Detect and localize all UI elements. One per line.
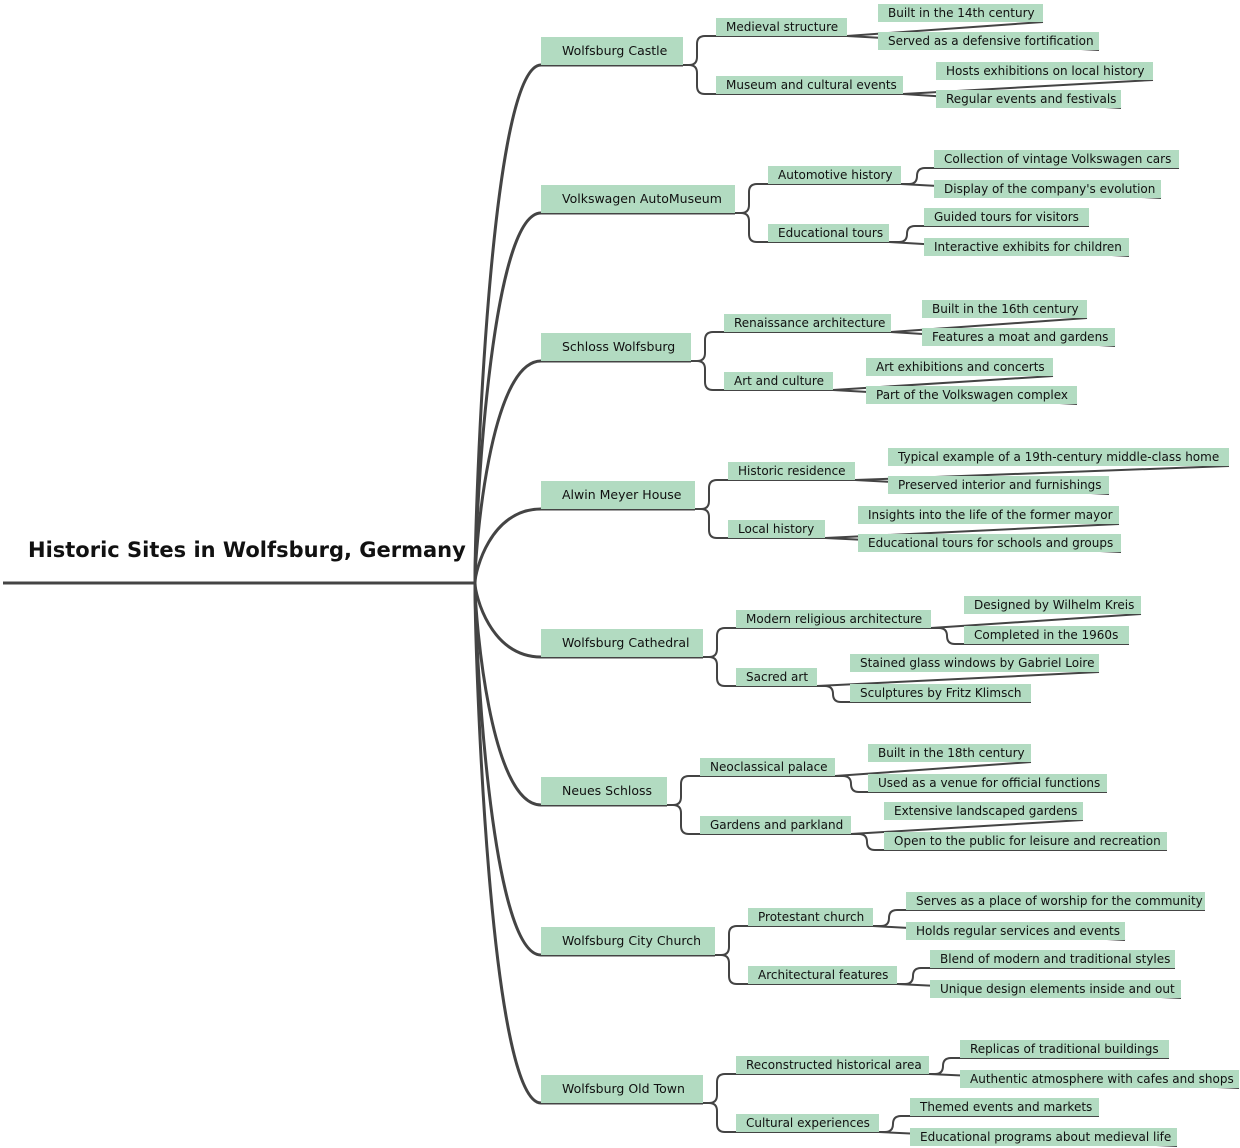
detail-node[interactable]: Completed in the 1960s: [964, 626, 1129, 644]
detail-node[interactable]: Preserved interior and furnishings: [888, 476, 1109, 494]
feature-node[interactable]: Neoclassical palace: [700, 758, 835, 776]
detail-node[interactable]: Designed by Wilhelm Kreis: [964, 596, 1141, 614]
detail-node[interactable]: Display of the company's evolution: [934, 180, 1161, 198]
detail-node[interactable]: Blend of modern and traditional styles: [930, 950, 1175, 968]
sub-connector: [735, 183, 901, 214]
sub-connector: [703, 627, 931, 658]
detail-connector: [816, 671, 1100, 687]
site-node[interactable]: Wolfsburg Cathedral: [541, 629, 703, 657]
sub-connector: [695, 508, 825, 539]
feature-node[interactable]: Art and culture: [724, 372, 833, 390]
branch-curve: [473, 582, 703, 1105]
sub-connector: [703, 1073, 929, 1104]
detail-connector: [889, 225, 1089, 243]
feature-node[interactable]: Educational tours: [768, 224, 889, 242]
branch-curve: [473, 582, 667, 807]
detail-node[interactable]: Educational programs about medieval life: [910, 1128, 1177, 1146]
detail-node[interactable]: Hosts exhibitions on local history: [936, 62, 1153, 80]
detail-node[interactable]: Art exhibitions and concerts: [866, 358, 1053, 376]
detail-node[interactable]: Typical example of a 19th-century middle…: [888, 448, 1229, 466]
site-node[interactable]: Wolfsburg City Church: [541, 927, 715, 955]
detail-node[interactable]: Built in the 16th century: [922, 300, 1087, 318]
feature-node[interactable]: Sacred art: [736, 668, 817, 686]
feature-node[interactable]: Automotive history: [768, 166, 901, 184]
detail-node[interactable]: Part of the Volkswagen complex: [866, 386, 1077, 404]
feature-node[interactable]: Protestant church: [748, 908, 873, 926]
detail-node[interactable]: Built in the 14th century: [878, 4, 1043, 22]
sub-connector: [691, 360, 833, 391]
detail-connector: [835, 775, 1107, 793]
root-topic[interactable]: Historic Sites in Wolfsburg, Germany: [28, 538, 466, 562]
feature-node[interactable]: Local history: [728, 520, 825, 538]
sub-connector: [683, 35, 847, 66]
sub-connector: [735, 212, 889, 243]
detail-node[interactable]: Insights into the life of the former may…: [858, 506, 1119, 524]
sub-connector: [691, 331, 891, 362]
site-node[interactable]: Wolfsburg Castle: [541, 37, 683, 65]
site-node[interactable]: Volkswagen AutoMuseum: [541, 185, 735, 213]
detail-connector: [817, 685, 1031, 703]
feature-node[interactable]: Historic residence: [728, 462, 855, 480]
sub-connector: [695, 479, 855, 510]
detail-node[interactable]: Served as a defensive fortification: [878, 32, 1099, 50]
detail-connector: [834, 761, 1032, 777]
feature-node[interactable]: Architectural features: [748, 966, 897, 984]
site-node[interactable]: Neues Schloss: [541, 777, 667, 805]
feature-node[interactable]: Renaissance architecture: [724, 314, 891, 332]
feature-node[interactable]: Reconstructed historical area: [736, 1056, 929, 1074]
detail-connector: [931, 627, 1129, 645]
detail-connector: [930, 613, 1142, 629]
detail-node[interactable]: Guided tours for visitors: [924, 208, 1089, 226]
feature-node[interactable]: Gardens and parkland: [700, 816, 851, 834]
sub-connector: [703, 1102, 879, 1133]
detail-node[interactable]: Extensive landscaped gardens: [884, 802, 1083, 820]
site-node[interactable]: Alwin Meyer House: [541, 481, 695, 509]
branch-curve: [473, 507, 695, 584]
detail-node[interactable]: Replicas of traditional buildings: [960, 1040, 1169, 1058]
detail-node[interactable]: Collection of vintage Volkswagen cars: [934, 150, 1179, 168]
detail-node[interactable]: Used as a venue for official functions: [868, 774, 1107, 792]
feature-node[interactable]: Modern religious architecture: [736, 610, 931, 628]
detail-node[interactable]: Educational tours for schools and groups: [858, 534, 1121, 552]
branch-curve: [473, 211, 735, 584]
site-node[interactable]: Wolfsburg Old Town: [541, 1075, 703, 1103]
feature-node[interactable]: Museum and cultural events: [716, 76, 903, 94]
detail-node[interactable]: Stained glass windows by Gabriel Loire: [850, 654, 1099, 672]
detail-node[interactable]: Interactive exhibits for children: [924, 238, 1129, 256]
sub-connector: [667, 804, 851, 835]
detail-node[interactable]: Regular events and festivals: [936, 90, 1121, 108]
sub-connector: [703, 656, 817, 687]
detail-node[interactable]: Unique design elements inside and out: [930, 980, 1181, 998]
detail-node[interactable]: Themed events and markets: [910, 1098, 1099, 1116]
sub-connector: [715, 954, 897, 985]
detail-node[interactable]: Features a moat and gardens: [922, 328, 1115, 346]
sub-connector: [667, 775, 835, 806]
detail-node[interactable]: Built in the 18th century: [868, 744, 1031, 762]
detail-node[interactable]: Sculptures by Fritz Klimsch: [850, 684, 1031, 702]
detail-node[interactable]: Holds regular services and events: [906, 922, 1125, 940]
sub-connector: [715, 925, 873, 956]
sub-connector: [683, 64, 903, 95]
branch-curve: [473, 359, 691, 584]
detail-node[interactable]: Serves as a place of worship for the com…: [906, 892, 1205, 910]
detail-connector: [851, 833, 1167, 851]
feature-node[interactable]: Cultural experiences: [736, 1114, 879, 1132]
detail-connector: [850, 819, 1084, 835]
feature-node[interactable]: Medieval structure: [716, 18, 847, 36]
site-node[interactable]: Schloss Wolfsburg: [541, 333, 691, 361]
detail-node[interactable]: Open to the public for leisure and recre…: [884, 832, 1167, 850]
detail-node[interactable]: Authentic atmosphere with cafes and shop…: [960, 1070, 1239, 1088]
